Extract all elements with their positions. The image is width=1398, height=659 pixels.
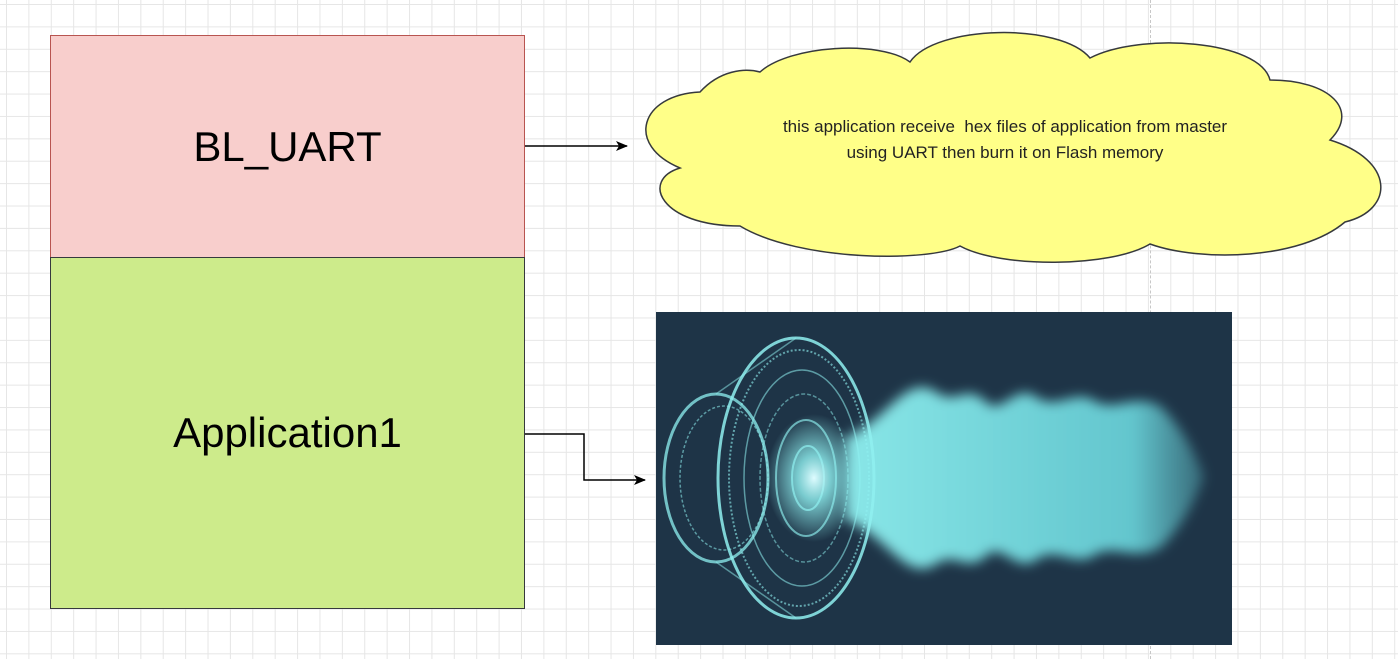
- callout-line-1: this application receive hex files of ap…: [782, 117, 1228, 136]
- cloud-callout-body[interactable]: [645, 31, 1382, 263]
- callout-line-2: using UART then burn it on Flash memory: [846, 143, 1164, 162]
- callout-text: this application receive hex files of ap…: [700, 114, 1310, 166]
- speaker-glow: [766, 414, 862, 542]
- bl-uart-block[interactable]: BL_UART: [50, 35, 525, 258]
- speaker-sound-wave-icon[interactable]: [656, 312, 1232, 645]
- application1-label: Application1: [173, 409, 402, 456]
- bl-uart-label: BL_UART: [193, 122, 382, 170]
- app-to-image-arrow[interactable]: [525, 433, 646, 485]
- sound-wave: [846, 387, 1204, 569]
- application1-block[interactable]: Application1: [50, 257, 525, 609]
